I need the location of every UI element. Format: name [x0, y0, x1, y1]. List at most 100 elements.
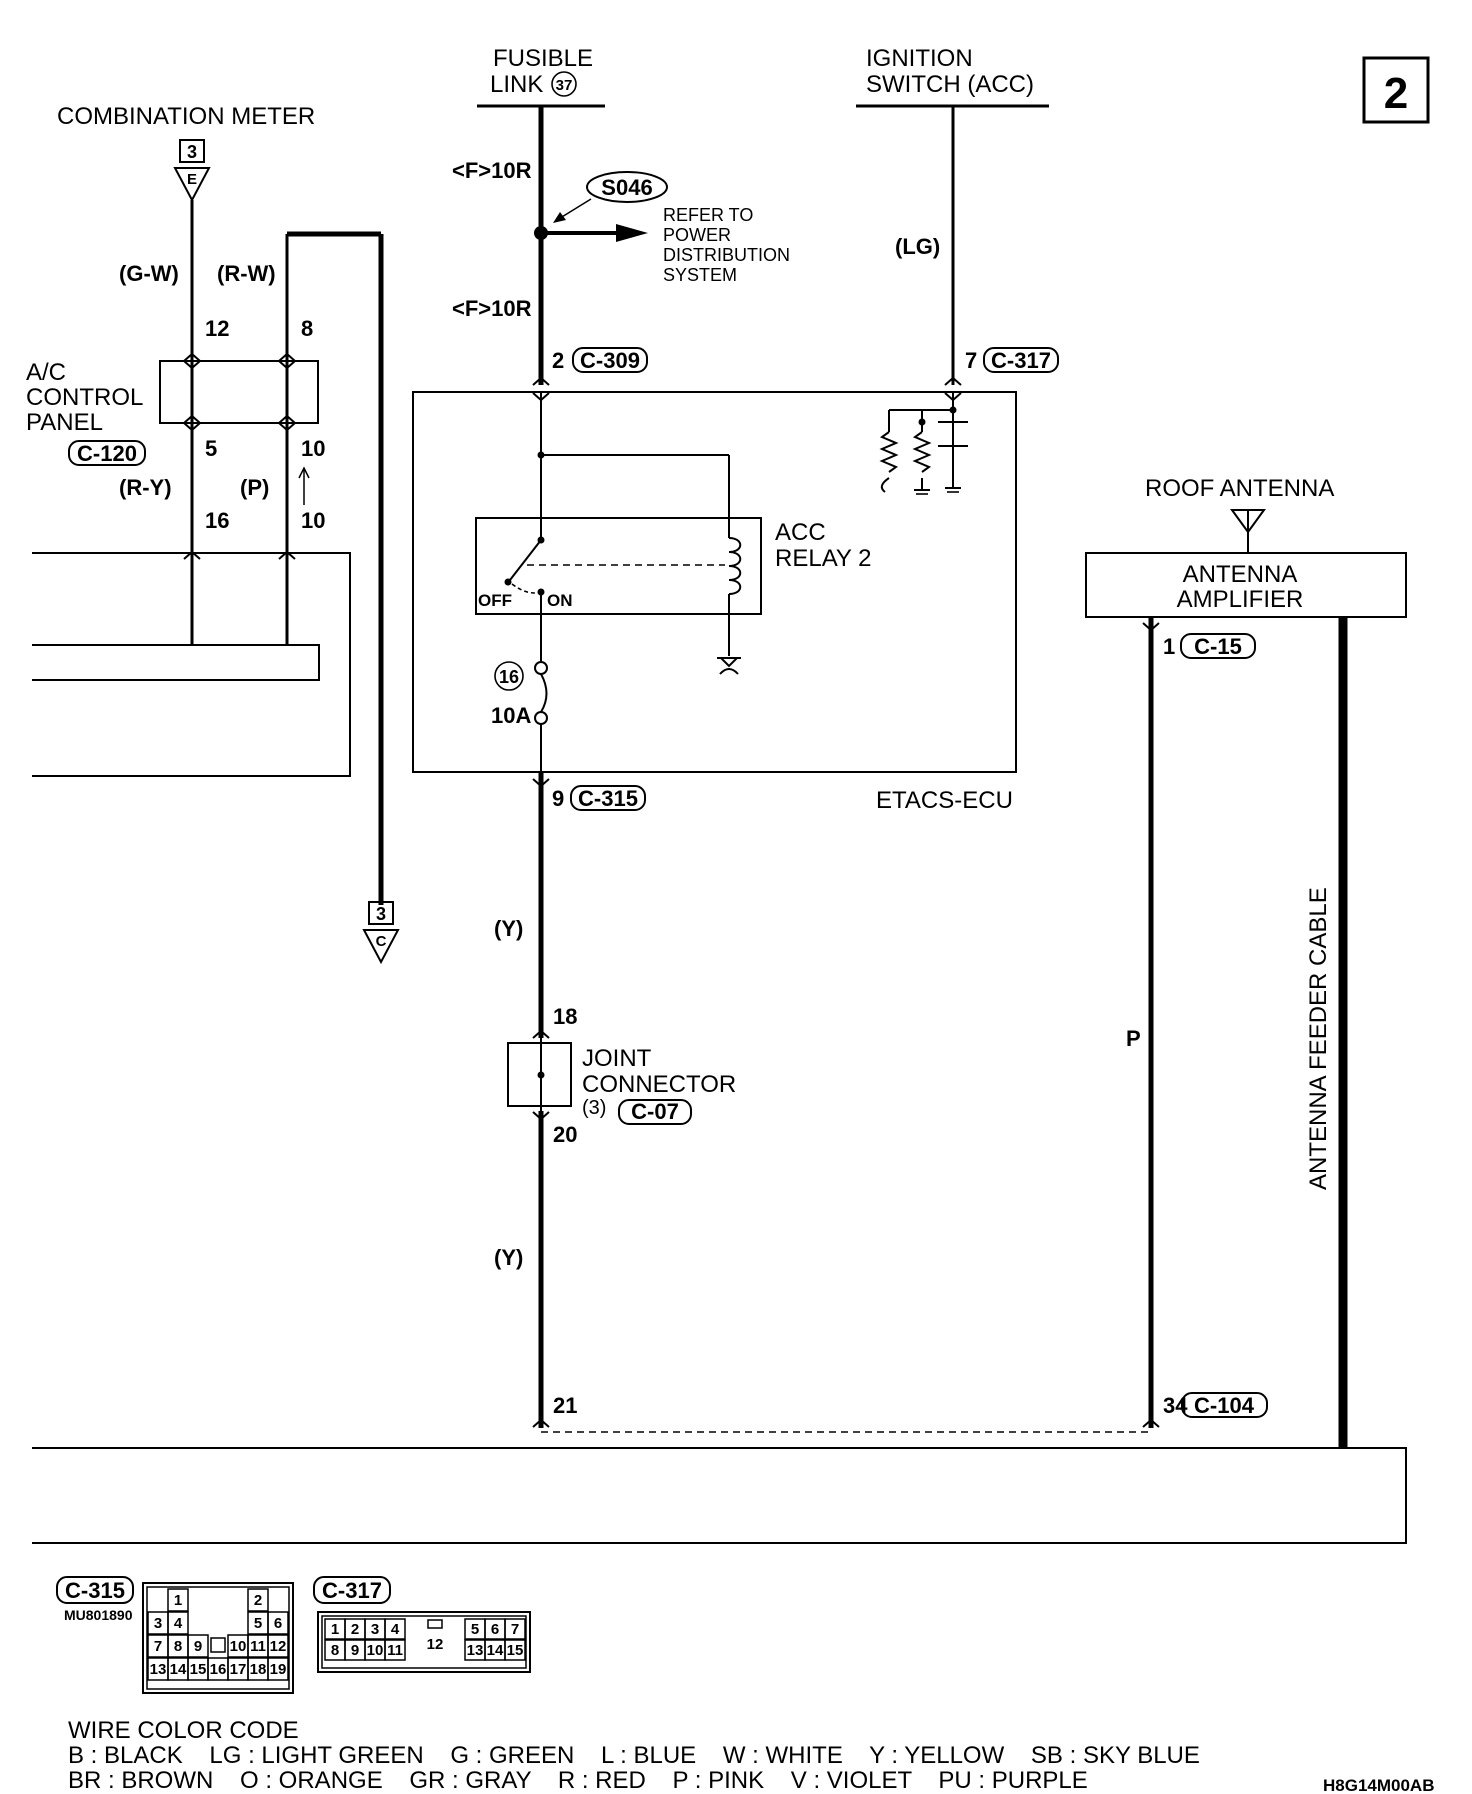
svg-text:1: 1: [331, 1621, 339, 1638]
roof-antenna-label: ROOF ANTENNA: [1145, 475, 1334, 502]
svg-text:16: 16: [210, 1661, 227, 1678]
c317-pin: 6: [484, 1618, 506, 1640]
etacs-ecu: ACC RELAY 2 OFF ON 16 10A: [412, 391, 1017, 814]
c315-pin: 12: [267, 1634, 289, 1658]
c315-pin: 17: [227, 1657, 249, 1681]
svg-text:15: 15: [507, 1642, 524, 1659]
svg-text:18: 18: [250, 1661, 267, 1678]
bottom-unit-box: [32, 1447, 1407, 1544]
figure-code: H8G14M00AB: [1323, 1776, 1435, 1794]
c317-pin: 12: [427, 1636, 444, 1653]
splice-ref-line4: SYSTEM: [663, 265, 737, 285]
legend-line1: B : BLACK LG : LIGHT GREEN G : GREEN L :…: [68, 1742, 1200, 1769]
c317-pin: 9: [344, 1639, 366, 1661]
svg-text:6: 6: [491, 1621, 499, 1638]
c317-pin: 10: [364, 1639, 386, 1661]
c317-pin: 14: [484, 1639, 506, 1661]
ac-panel-connector: C-120: [77, 441, 137, 466]
ac-pin-10a: 10: [301, 436, 325, 461]
c317-pin: 13: [464, 1639, 486, 1661]
joint-pin-18: 18: [553, 1004, 577, 1029]
ignition-switch-line2: SWITCH (ACC): [866, 71, 1034, 98]
ac-panel-line3: PANEL: [26, 409, 103, 436]
svg-text:3: 3: [371, 1621, 379, 1638]
svg-text:C: C: [376, 933, 387, 950]
c315-pin: 3: [147, 1611, 169, 1635]
svg-text:9: 9: [351, 1642, 359, 1659]
c315-pin: 10: [227, 1634, 249, 1658]
svg-text:5: 5: [471, 1621, 479, 1638]
c317-pin: 4: [384, 1618, 406, 1640]
conn-c104: C-104: [1194, 1393, 1255, 1418]
fusible-link-line1: FUSIBLE: [493, 45, 593, 72]
wire-label-y1: (Y): [494, 916, 523, 941]
page-number: 2: [1384, 69, 1408, 118]
svg-text:12: 12: [270, 1638, 287, 1655]
c315-pin: 18: [247, 1657, 269, 1681]
svg-text:14: 14: [487, 1642, 504, 1659]
c317-pin: 2: [344, 1618, 366, 1640]
etacs-pin-7: 7: [965, 348, 977, 373]
combination-meter-label: COMBINATION METER: [57, 103, 315, 130]
ac-pin-10b: 10: [301, 508, 325, 533]
amplifier-line2: AMPLIFIER: [1177, 586, 1304, 613]
splice-s046: S046 REFER TO POWER DISTRIBUTION SYSTEM: [534, 171, 790, 285]
c315-pin: 13: [147, 1657, 169, 1681]
antenna-amplifier: ANTENNA AMPLIFIER: [1085, 552, 1407, 618]
wire-label-f10r-1: <F>10R: [452, 158, 532, 183]
svg-text:E: E: [187, 171, 197, 188]
c315-pin: 8: [167, 1634, 189, 1658]
etacs-label: ETACS-ECU: [876, 787, 1013, 814]
combination-meter-connector: 3 E: [173, 139, 211, 203]
ignition-switch-line1: IGNITION: [866, 45, 973, 72]
svg-text:7: 7: [154, 1638, 162, 1655]
svg-text:8: 8: [174, 1638, 182, 1655]
wire-label-f10r-2: <F>10R: [452, 296, 532, 321]
legend-line2: BR : BROWN O : ORANGE GR : GRAY R : RED …: [68, 1767, 1088, 1794]
fusible-link: FUSIBLE LINK 37: [477, 45, 605, 108]
relay-line1: ACC: [775, 519, 826, 546]
svg-text:11: 11: [250, 1638, 266, 1655]
svg-text:1: 1: [174, 1592, 182, 1609]
relay-line2: RELAY 2: [775, 545, 872, 572]
left-unit-box: [32, 552, 351, 777]
c317-pin: 5: [464, 1618, 486, 1640]
fusible-link-line2: LINK: [490, 71, 543, 98]
c317-pin: 11: [384, 1639, 406, 1661]
c315-pin: 11: [247, 1634, 269, 1658]
c315-pin: 19: [267, 1657, 289, 1681]
svg-text:2: 2: [254, 1592, 262, 1609]
c315-pin: 4: [167, 1611, 189, 1635]
feeder-cable-label: ANTENNA FEEDER CABLE: [1305, 887, 1332, 1190]
c315-name: C-315: [65, 1578, 125, 1603]
svg-text:3: 3: [187, 142, 197, 162]
ac-pin-12: 12: [205, 316, 229, 341]
ac-pin-16: 16: [205, 508, 229, 533]
amplifier-pin-1: 1: [1163, 634, 1175, 659]
c317-lock: [427, 1619, 443, 1629]
c317-pin: 3: [364, 1618, 386, 1640]
splice-id: S046: [601, 175, 652, 200]
c315-pin: 15: [187, 1657, 209, 1681]
wire-label-lg: (LG): [895, 234, 940, 259]
bottom-pin-21: 21: [553, 1393, 577, 1418]
svg-text:11: 11: [387, 1642, 403, 1659]
fuse-number: 16: [499, 667, 519, 687]
svg-text:5: 5: [254, 1615, 262, 1632]
wire-label-y2: (Y): [494, 1245, 523, 1270]
ac-panel-line1: A/C: [26, 359, 66, 386]
svg-text:15: 15: [190, 1661, 207, 1678]
svg-text:3: 3: [376, 904, 386, 924]
ac-control-panel: A/C CONTROL PANEL C-120 12 8 5 10: [26, 316, 325, 466]
fusible-link-number: 37: [556, 77, 573, 94]
wire-label-p-big: P: [1126, 1026, 1141, 1051]
c315-pin: 2: [247, 1588, 269, 1612]
wire-label-p-small: (P): [240, 475, 269, 500]
svg-text:14: 14: [170, 1661, 187, 1678]
c317-pin: 15: [504, 1639, 526, 1661]
conn-c317: C-317: [991, 348, 1051, 373]
wire-label-rw: (R-W): [217, 261, 276, 286]
joint-num: (3): [582, 1097, 606, 1119]
